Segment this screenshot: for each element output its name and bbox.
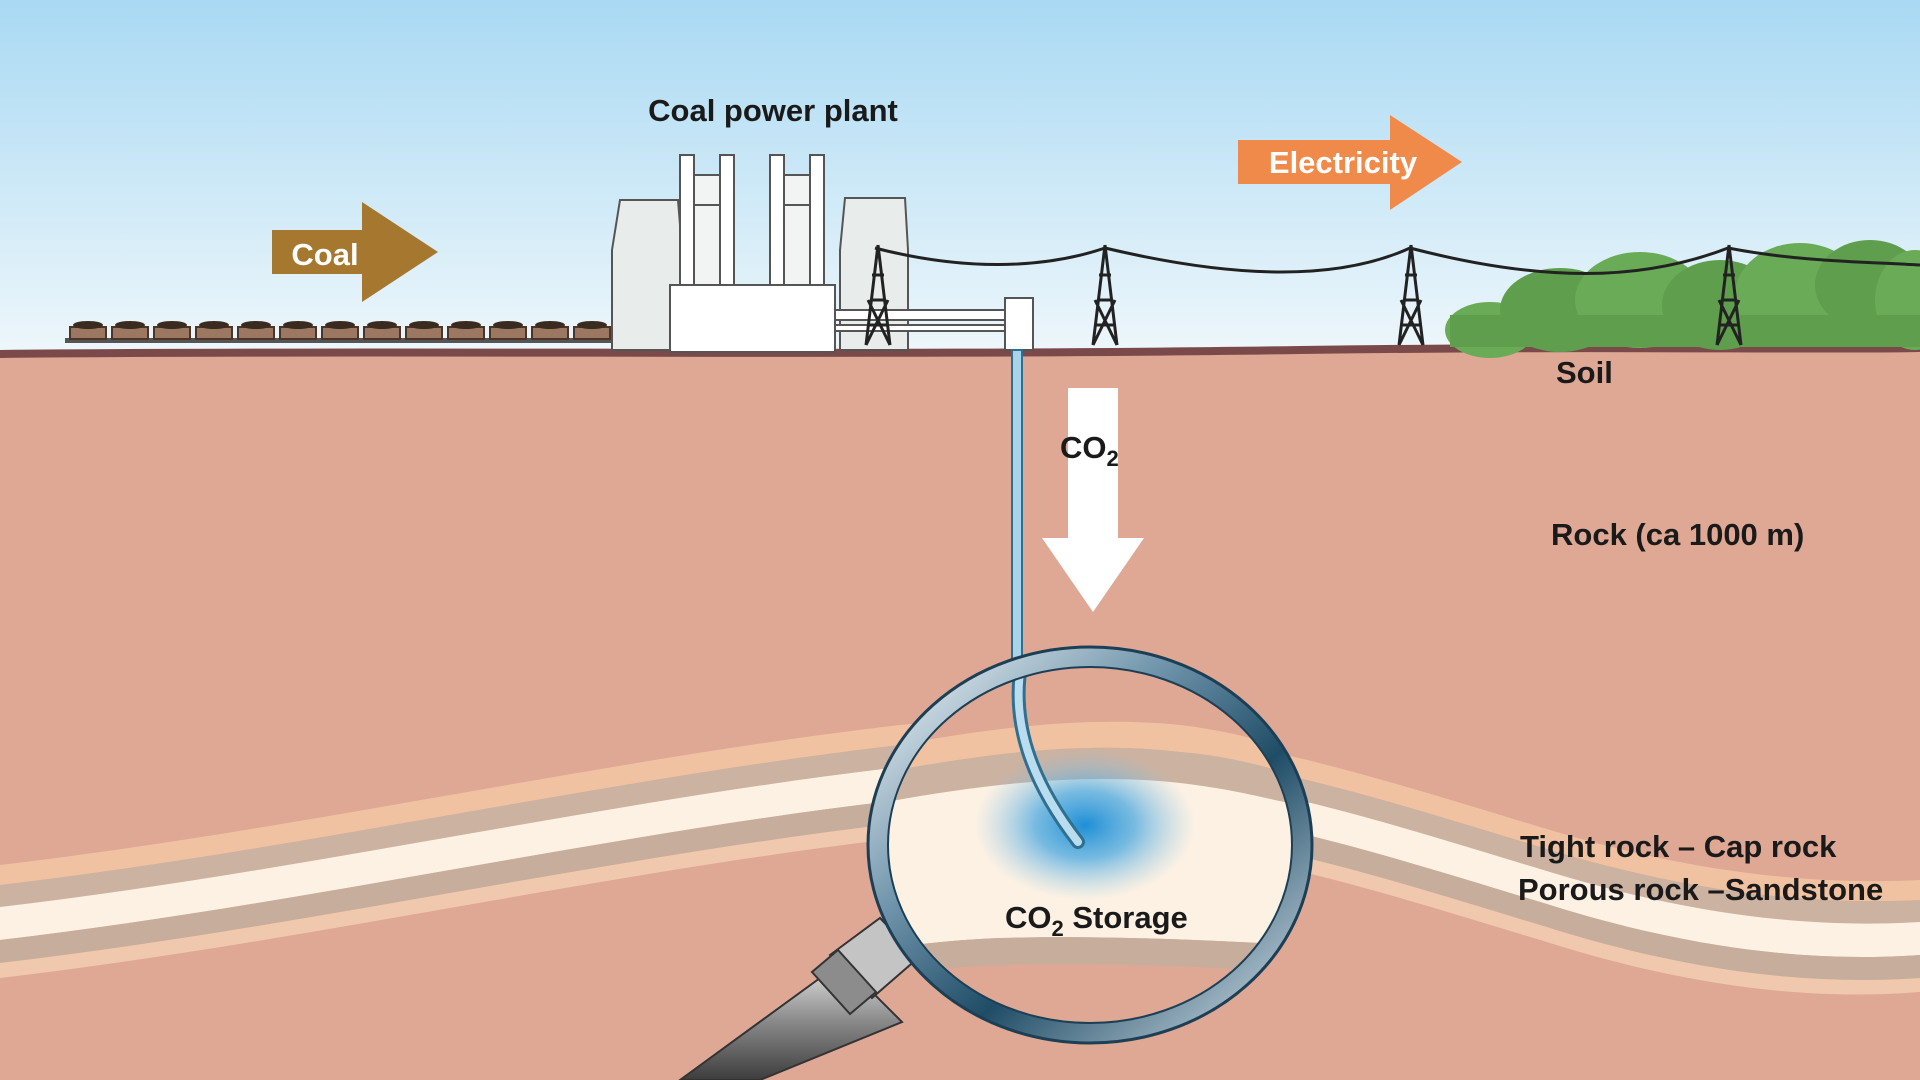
co2-pipe [1011,349,1023,666]
trees [1445,240,1920,358]
sandstone-label: Porous rock –Sandstone [1518,872,1883,907]
power-lines [874,246,1920,275]
magnifier-lens [885,665,1295,1025]
ground-surface [0,344,1920,358]
coal-train [65,321,675,343]
rock-label: Rock (ca 1000 m) [1551,517,1804,552]
electricity-label: Electricity [1269,145,1418,180]
coal-arrow: Coal [272,202,438,302]
pylons [864,244,1743,346]
co2-flow-label: CO2 [1060,430,1119,471]
strata [0,719,1920,995]
co2-down-arrow [1042,388,1144,612]
magnifier-ring [868,647,1312,1043]
soil-label: Soil [1556,355,1613,390]
co2-plume [975,750,1195,900]
power-plant-label: Coal power plant [648,93,898,128]
cap-rock-label: Tight rock – Cap rock [1520,829,1837,864]
co2-storage-label: CO2 Storage [1005,900,1188,941]
electricity-arrow: Electricity [1238,115,1462,210]
coal-label: Coal [291,237,358,272]
